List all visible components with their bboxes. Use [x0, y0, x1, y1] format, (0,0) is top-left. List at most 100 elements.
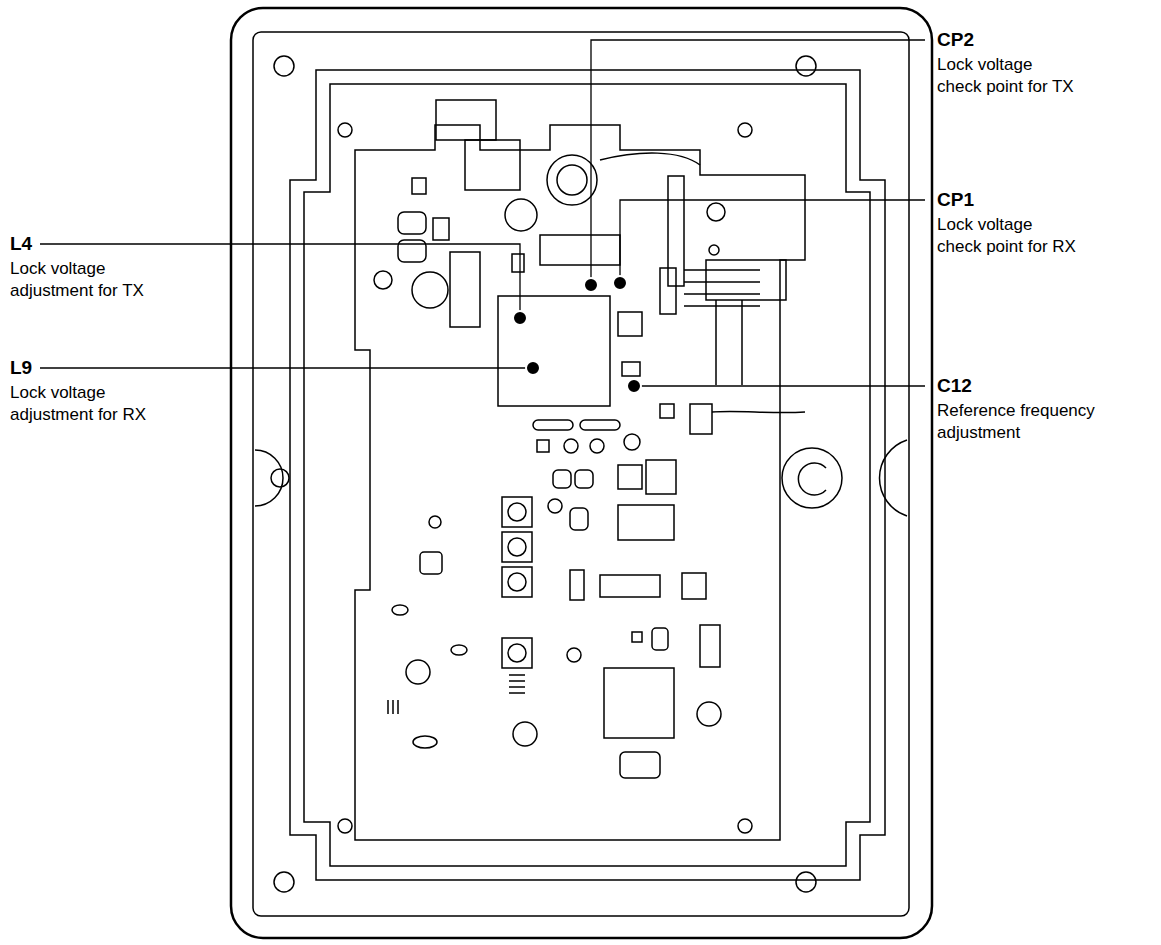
leader-lines — [40, 40, 925, 386]
coil-can — [502, 532, 532, 562]
part — [646, 460, 676, 494]
side-boss — [255, 450, 283, 506]
side-boss — [879, 440, 907, 516]
coil — [509, 675, 525, 693]
ic-chip — [604, 668, 674, 738]
coil-can — [502, 567, 532, 597]
part — [505, 199, 537, 231]
part — [433, 218, 449, 240]
part — [398, 212, 426, 234]
antenna-base — [557, 165, 587, 195]
connector — [690, 404, 712, 434]
screw-hole — [738, 819, 752, 833]
wire — [712, 411, 805, 412]
part — [540, 235, 620, 265]
side-boss — [782, 448, 842, 508]
circuit-board — [355, 125, 805, 840]
part — [570, 570, 584, 600]
callout-description: Lock voltage check point for RX — [937, 214, 1079, 258]
antenna-base — [547, 155, 597, 205]
point-dot — [613, 276, 627, 290]
coil-can — [502, 497, 532, 527]
callout-description: Lock voltage check point for TX — [937, 54, 1079, 98]
connector — [700, 625, 720, 667]
screw-hole — [796, 56, 816, 76]
part — [600, 575, 660, 597]
coil — [413, 736, 437, 748]
callout-label: CP2 — [937, 28, 974, 52]
point-dot — [627, 379, 641, 393]
part — [450, 252, 480, 327]
coil-can — [508, 538, 526, 556]
wire — [600, 153, 700, 165]
callout-description: Lock voltage adjustment for TX — [10, 258, 152, 302]
part — [412, 178, 426, 194]
gasket-inner — [304, 84, 870, 866]
part — [533, 420, 573, 430]
part — [622, 362, 640, 376]
screw-hole — [338, 819, 352, 833]
callout-label: L4 — [10, 232, 32, 256]
screw — [707, 203, 725, 221]
screw — [697, 702, 721, 726]
connector — [660, 268, 676, 314]
part — [537, 440, 549, 452]
trimmer — [590, 439, 604, 453]
callout-label: L9 — [10, 356, 32, 380]
screw-hole — [274, 872, 294, 892]
part — [660, 404, 674, 418]
connector — [436, 100, 496, 140]
callout-description: Reference frequency adjustment — [937, 400, 1113, 444]
coil-can — [508, 573, 526, 591]
part — [548, 499, 562, 513]
part — [618, 465, 642, 489]
callout-label: CP1 — [937, 188, 974, 212]
flat-cable — [706, 260, 786, 300]
shield — [465, 140, 520, 190]
part — [652, 628, 668, 650]
part — [575, 470, 593, 488]
screw — [406, 660, 430, 684]
part — [624, 434, 640, 450]
coil-can — [502, 638, 532, 668]
callout-label: C12 — [937, 374, 972, 398]
coil — [392, 605, 408, 615]
point-dot — [513, 311, 527, 325]
check-points — [513, 276, 641, 393]
screw-hole — [738, 123, 752, 137]
part — [567, 648, 581, 662]
part — [618, 312, 642, 336]
part — [580, 420, 620, 430]
coil — [451, 645, 467, 655]
vco-shield — [498, 296, 610, 406]
housing-outline — [231, 8, 932, 938]
screw-hole — [274, 56, 294, 76]
part — [632, 632, 642, 642]
part — [620, 752, 660, 778]
part — [618, 505, 674, 540]
hole — [709, 245, 719, 255]
part — [412, 272, 448, 308]
point-dot — [584, 278, 598, 292]
side-boss-hole — [271, 469, 289, 487]
housing-flange — [253, 32, 909, 916]
screw — [513, 722, 537, 746]
coil-can — [508, 503, 526, 521]
leader-line — [634, 385, 925, 386]
leader-line — [620, 200, 925, 283]
screw-hole — [796, 872, 816, 892]
coil — [388, 700, 398, 714]
cable — [716, 300, 742, 385]
coil-can — [508, 644, 526, 662]
part — [398, 240, 426, 262]
screw-hole — [338, 123, 352, 137]
leader-line — [40, 367, 532, 368]
gasket-outer — [290, 70, 885, 880]
part — [420, 552, 442, 574]
leader-line — [591, 40, 925, 285]
trimmer — [429, 516, 441, 528]
side-boss-hole — [798, 463, 826, 495]
part — [512, 254, 524, 272]
part — [553, 470, 571, 488]
